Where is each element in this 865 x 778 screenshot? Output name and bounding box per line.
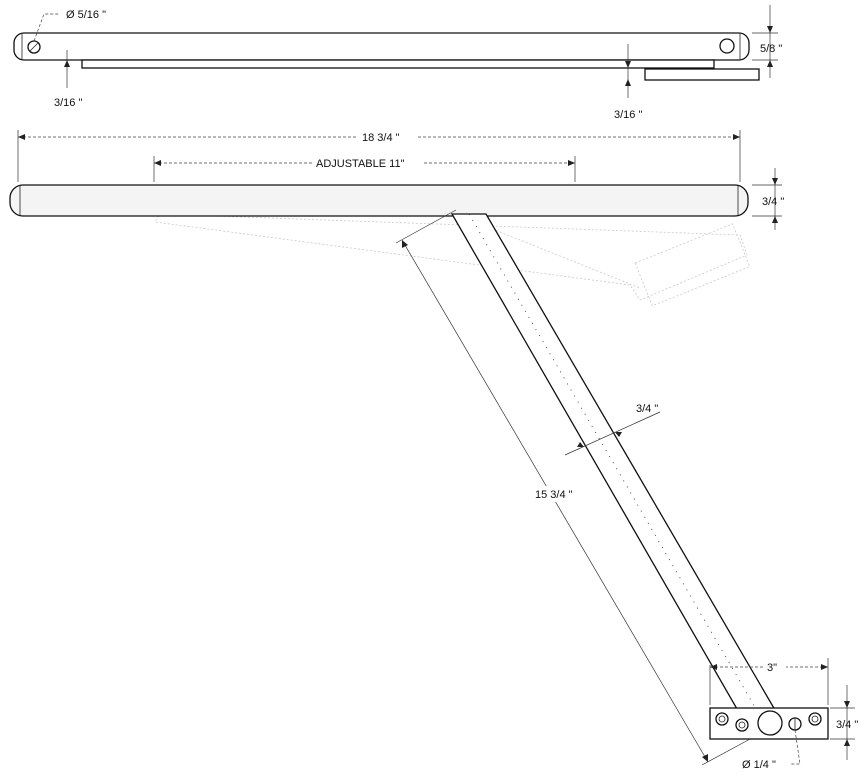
phantom-arm-position <box>154 213 748 301</box>
arrow-link-length-b <box>702 754 708 762</box>
label-bg-overall <box>356 128 416 144</box>
bracket-hole-4 <box>808 712 822 726</box>
dim-line-link-width <box>564 411 661 456</box>
arrow-offset-right-a <box>625 61 631 68</box>
label-bracket-height: 3/4 " <box>836 719 858 731</box>
arrow-overall-right <box>733 134 740 140</box>
arrow-link-width-a <box>577 442 584 447</box>
top-hole-left-mark <box>29 42 39 52</box>
arrow-link-length-a <box>402 240 408 248</box>
bracket-hole-1 <box>715 712 729 726</box>
leader-bracket-hole <box>790 729 801 765</box>
arrow-offset-left <box>64 60 70 67</box>
label-height-top: 5/8 " <box>760 43 782 55</box>
bracket-hole-4-inner <box>811 715 819 723</box>
arrow-overall-left <box>18 134 25 140</box>
label-adjustable: ADJUSTABLE 11" <box>316 158 405 170</box>
bracket-pivot <box>757 710 783 736</box>
bracket-hole-2-inner <box>738 721 746 729</box>
main-view: 18 3/4 " ADJUSTABLE 11" 3/4 " <box>9 128 858 771</box>
arrow-link-width-b <box>615 432 622 437</box>
label-hole-diameter-top: Ø 5/16 " <box>66 9 106 21</box>
label-bg-adjustable <box>312 154 422 170</box>
phantom-arm-line <box>469 219 641 289</box>
label-arm-height: 3/4 " <box>762 196 784 208</box>
arrow-adjustable-left <box>154 160 161 166</box>
arrow-adjustable-right <box>568 160 575 166</box>
phantom-bracket <box>634 223 751 307</box>
arrow-offset-right-b <box>625 79 631 86</box>
link-arm <box>450 213 783 736</box>
label-overall-length: 18 3/4 " <box>362 132 400 144</box>
main-arm <box>9 184 749 217</box>
arrow-height-top-b <box>767 60 773 67</box>
arrow-arm-height-b <box>772 216 778 223</box>
arrow-bracket-height-b <box>844 739 850 746</box>
arrow-bracket-height-a <box>844 701 850 708</box>
dim-ext-link-length-b <box>701 737 753 766</box>
label-bracket-length: 3" <box>767 662 777 674</box>
top-hole-right <box>719 38 735 54</box>
label-link-length: 15 3/4 " <box>535 489 573 501</box>
arrow-arm-height-a <box>772 178 778 185</box>
bracket-hole-1-inner <box>718 715 726 723</box>
top-end-plate <box>644 68 760 81</box>
label-bg-bracket-length <box>764 660 786 674</box>
label-offset-left: 3/16 " <box>54 97 82 109</box>
top-view: Ø 5/16 " 5/8 " 3/16 " 3/16 " <box>13 5 782 121</box>
dim-ext-link-length-a <box>395 209 457 244</box>
arrow-bracket-length-a <box>710 664 717 670</box>
arrow-height-top-a <box>767 26 773 33</box>
arrow-bracket-length-b <box>821 664 828 670</box>
top-slide-strip <box>81 59 715 69</box>
label-offset-right: 3/16 " <box>614 109 642 121</box>
label-link-width: 3/4 " <box>636 403 658 415</box>
top-channel-bar <box>13 32 750 61</box>
bracket-hole-2 <box>735 718 749 732</box>
label-bg-link-length <box>530 486 582 502</box>
label-bracket-hole: Ø 1/4 " <box>742 759 776 771</box>
